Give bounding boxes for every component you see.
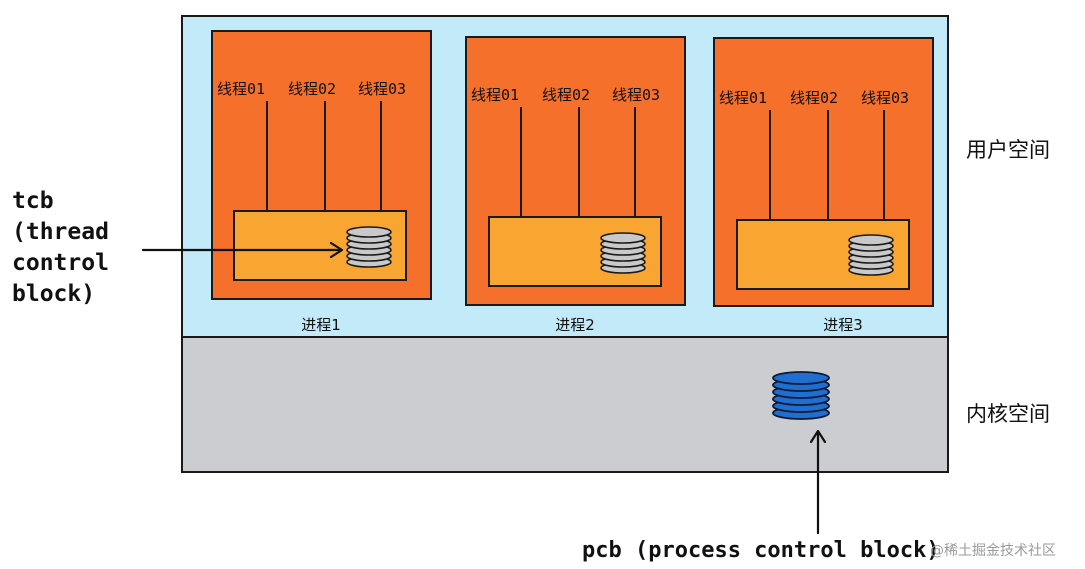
tcb-stack-icon — [848, 234, 894, 276]
tcb-arrowhead — [329, 241, 344, 259]
thread-label-1-1: 线程01 — [217, 80, 266, 98]
watermark: @稀土掘金技术社区 — [930, 543, 1056, 559]
tcb-stack-icon — [346, 226, 392, 268]
pcb-stack-icon — [772, 371, 830, 420]
tcb-annotation: tcb (thread control block) — [12, 188, 109, 307]
process-label-1: 进程1 — [301, 316, 341, 334]
process-label-3: 进程3 — [823, 316, 863, 334]
kernel-space-label: 内核空间 — [966, 402, 1050, 426]
thread-line — [266, 101, 268, 210]
process-label-2: 进程2 — [555, 316, 595, 334]
thread-line — [578, 107, 580, 216]
thread-line — [827, 110, 829, 219]
thread-label-1-3: 线程03 — [358, 80, 407, 98]
tcb-box-2 — [488, 216, 662, 287]
thread-line — [883, 110, 885, 219]
tcb-stack-icon — [600, 232, 646, 274]
user-space-label: 用户空间 — [966, 138, 1050, 162]
thread-label-2-2: 线程02 — [542, 86, 591, 104]
thread-line — [520, 107, 522, 216]
pcb-annotation: pcb (process control block) — [582, 538, 940, 563]
pcb-arrowhead — [809, 429, 827, 444]
thread-line — [380, 101, 382, 210]
thread-line — [634, 107, 636, 216]
thread-label-2-1: 线程01 — [471, 86, 520, 104]
thread-label-3-3: 线程03 — [861, 89, 910, 107]
thread-line — [769, 110, 771, 219]
thread-label-1-2: 线程02 — [288, 80, 337, 98]
thread-label-3-2: 线程02 — [790, 89, 839, 107]
thread-label-2-3: 线程03 — [612, 86, 661, 104]
thread-label-3-1: 线程01 — [719, 89, 768, 107]
thread-line — [324, 101, 326, 210]
